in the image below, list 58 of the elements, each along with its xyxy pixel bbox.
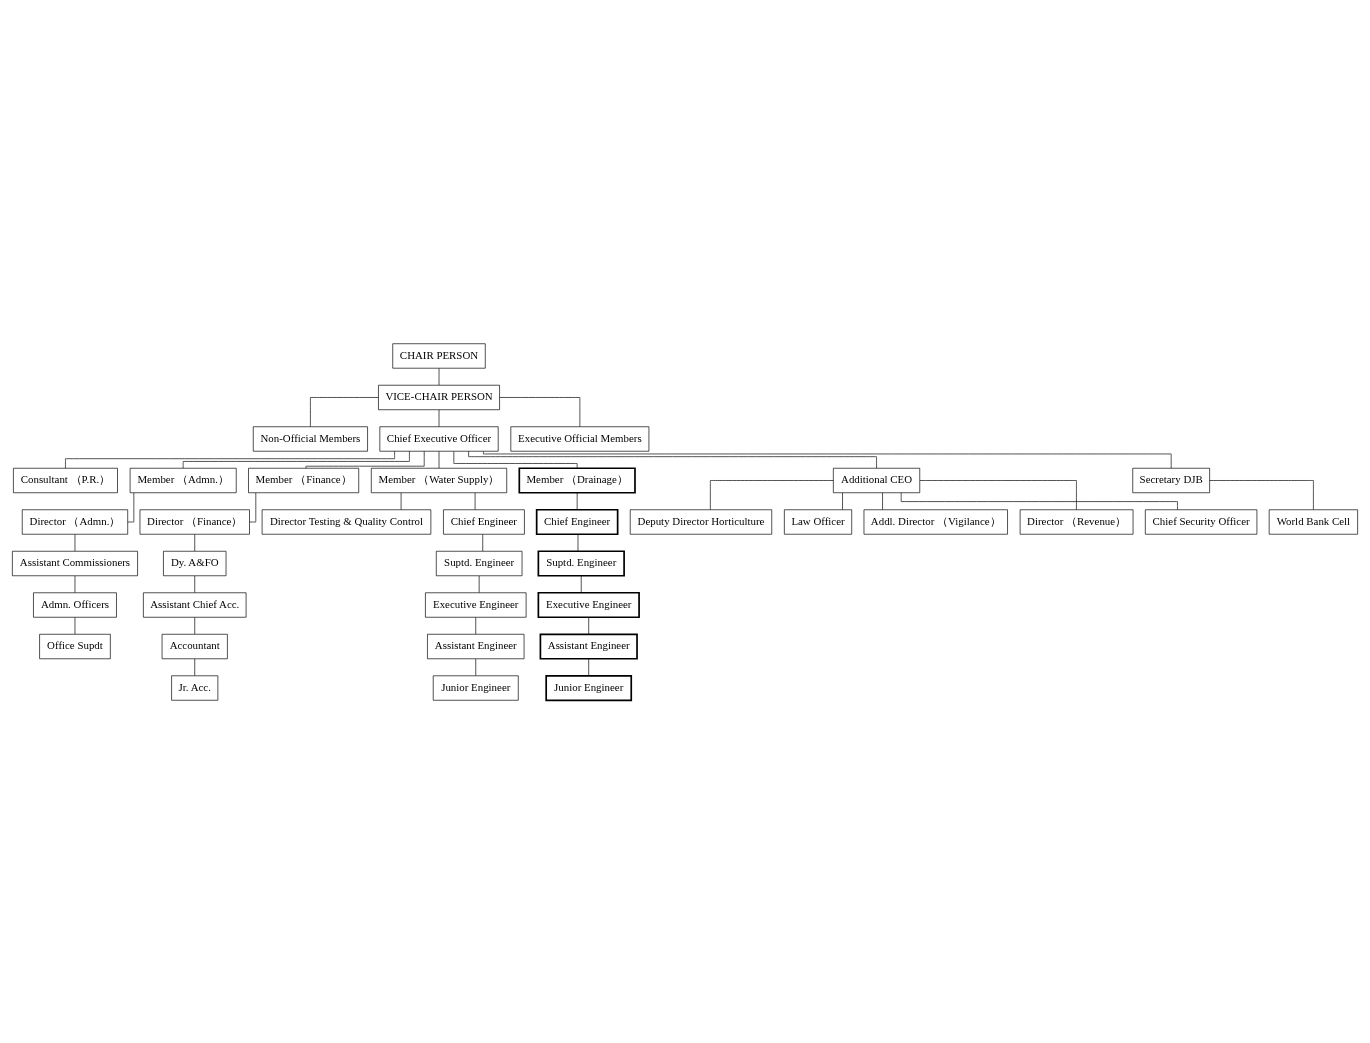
- connector: [310, 396, 379, 427]
- node-box: World Bank Cell: [1268, 508, 1358, 535]
- node-box: Executive Official Members: [510, 425, 650, 452]
- node-box: Secretary DJB: [1132, 467, 1210, 493]
- node-box: Suptd. Engineer: [537, 549, 625, 577]
- connector: [576, 492, 578, 510]
- connector: [577, 533, 579, 551]
- connector: [588, 658, 590, 676]
- node-box: Assistant Commissioners: [12, 550, 138, 576]
- node-box: Member （Drainage）: [518, 466, 636, 494]
- node-box: Additional CEO: [833, 467, 921, 493]
- node-box: CHAIR PERSON: [392, 342, 486, 369]
- node-box: Chief Engineer: [443, 508, 525, 535]
- node-box: Junior Engineer: [432, 674, 519, 701]
- node-box: Assistant Chief Acc.: [143, 591, 247, 618]
- node-box: Office Supdt: [39, 633, 111, 659]
- node-box: Executive Engineer: [537, 591, 640, 618]
- node-box: Consultant （P.R.）: [13, 467, 118, 493]
- node-box: Junior Engineer: [545, 674, 633, 701]
- node-box: Director Testing & Quality Control: [261, 508, 432, 535]
- node-box: Member （Finance）: [248, 467, 360, 493]
- node-box: Chief Security Officer: [1145, 508, 1258, 535]
- node-box: Suptd. Engineer: [435, 550, 523, 576]
- connector: [499, 396, 581, 427]
- node-box: Assistant Engineer: [539, 632, 638, 660]
- node-box: Non-Official Members: [252, 425, 368, 452]
- node-box: Law Officer: [784, 508, 853, 535]
- node-box: VICE-CHAIR PERSON: [378, 384, 500, 410]
- node-box: Member （Water Supply）: [370, 467, 508, 493]
- node-box: Jr. Acc.: [171, 674, 219, 701]
- node-box: Director （Revenue）: [1019, 508, 1134, 535]
- connector: [900, 491, 1178, 510]
- connector: [919, 479, 1077, 510]
- node-box: Chief Executive Officer: [379, 425, 499, 452]
- connector: [65, 450, 395, 468]
- connector: [305, 450, 425, 469]
- node-box: Admn. Officers: [33, 591, 117, 618]
- node-box: Accountant: [161, 633, 228, 659]
- connector: [468, 450, 877, 468]
- connector: [249, 492, 257, 522]
- node-box: Director （Admn.）: [21, 508, 129, 535]
- connector: [182, 450, 410, 468]
- connector: [453, 450, 578, 468]
- node-box: Assistant Engineer: [427, 633, 525, 659]
- node-box: Executive Engineer: [425, 591, 527, 618]
- node-box: Chief Engineer: [535, 508, 619, 535]
- connector: [194, 616, 196, 634]
- node-box: Deputy Director Horticulture: [629, 508, 773, 535]
- connector: [1209, 479, 1314, 510]
- connector: [842, 492, 843, 510]
- node-box: Addl. Director （Vigilance）: [863, 508, 1008, 535]
- connector: [580, 575, 582, 593]
- node-box: Director （Finance）: [139, 508, 250, 535]
- connector: [710, 479, 834, 510]
- connector: [588, 616, 590, 634]
- connector: [882, 492, 883, 510]
- node-box: Dy. A&FO: [163, 550, 227, 576]
- node-box: Member （Admn.）: [129, 467, 237, 493]
